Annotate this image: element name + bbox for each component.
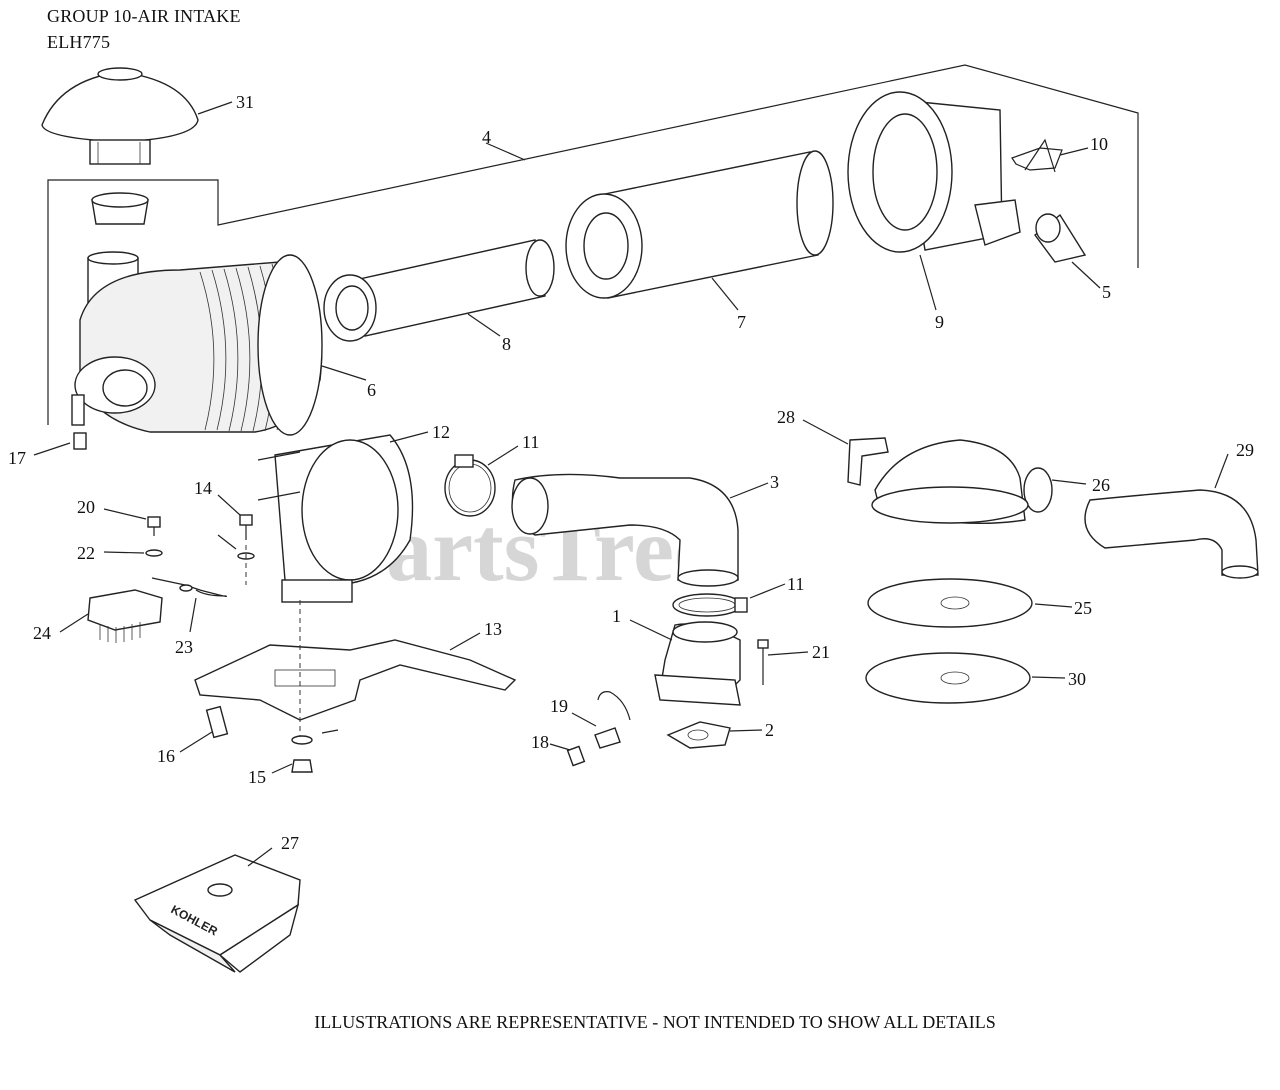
callout-14[interactable]: 14	[194, 478, 212, 498]
part-26-duct-cover[interactable]	[871, 439, 1053, 525]
callout-7[interactable]: 7	[737, 312, 746, 332]
callout-2[interactable]: 2	[765, 720, 774, 740]
part-5-vacuator-valve[interactable]	[1034, 213, 1087, 263]
callout-18[interactable]: 18	[531, 732, 549, 752]
part-21-bolt[interactable]	[757, 639, 769, 685]
callout-31[interactable]: 31	[236, 92, 254, 112]
callout-10[interactable]: 10	[1090, 134, 1108, 154]
disclaimer-footer: ILLUSTRATIONS ARE REPRESENTATIVE - NOT I…	[314, 1012, 996, 1032]
part-9-end-cover[interactable]	[847, 91, 1021, 253]
part-10-clip[interactable]	[1011, 138, 1063, 173]
callout-25[interactable]: 25	[1074, 598, 1092, 618]
callout-23[interactable]: 23	[175, 637, 193, 657]
part-16-spacer[interactable]	[205, 705, 229, 739]
part-17-fitting[interactable]	[73, 432, 87, 450]
callout-26[interactable]: 26	[1092, 475, 1110, 495]
leader-lines	[33, 101, 1229, 867]
part-3-intake-hose[interactable]	[511, 473, 739, 587]
callout-5[interactable]: 5	[1102, 282, 1111, 302]
part-6-air-cleaner-housing[interactable]	[71, 251, 323, 436]
part-13-mounting-bracket[interactable]	[194, 600, 517, 740]
callout-19[interactable]: 19	[550, 696, 568, 716]
diagram-title: GROUP 10-AIR INTAKE	[47, 6, 241, 26]
part-14-screw[interactable]	[237, 514, 255, 585]
part-19-breather-fitting[interactable]	[594, 691, 631, 749]
part-23-ground-lead[interactable]	[151, 577, 228, 597]
callout-12[interactable]: 12	[432, 422, 450, 442]
callout-9[interactable]: 9	[935, 312, 944, 332]
callout-24[interactable]: 24	[33, 623, 51, 643]
callout-27[interactable]: 27	[281, 833, 299, 853]
part-11-hose-clamp-upper[interactable]	[444, 454, 496, 517]
part-29-hose[interactable]	[1084, 489, 1259, 579]
callout-21[interactable]: 21	[812, 642, 830, 662]
part-15-nut[interactable]	[291, 735, 313, 773]
part-1-intake-elbow[interactable]	[654, 621, 741, 706]
callout-3[interactable]: 3	[770, 472, 779, 492]
callout-4[interactable]: 4	[482, 127, 491, 147]
part-27-valve-cover[interactable]: KOHLER	[133, 854, 301, 973]
callout-29[interactable]: 29	[1236, 440, 1254, 460]
callout-16[interactable]: 16	[157, 746, 175, 766]
part-28-bracket[interactable]	[847, 437, 889, 486]
part-11-hose-clamp-lower[interactable]	[672, 593, 748, 617]
part-24-rectifier[interactable]	[87, 589, 163, 643]
callout-15[interactable]: 15	[248, 767, 266, 787]
part-7-outer-filter[interactable]	[565, 150, 834, 299]
part-25-plate[interactable]	[867, 578, 1033, 628]
part-20-screw[interactable]	[147, 516, 161, 536]
part-18-plug[interactable]	[566, 745, 586, 767]
callout-20[interactable]: 20	[77, 497, 95, 517]
callout-numbers: 4 31 10 5 9 7 8 6 17 12 11 3 26 29 28 11…	[8, 92, 1254, 853]
callout-30[interactable]: 30	[1068, 669, 1086, 689]
part-22-washer[interactable]	[145, 549, 163, 557]
part-30-gasket-plate[interactable]	[865, 652, 1031, 704]
part-8-inner-filter[interactable]	[323, 239, 555, 342]
part-31-precleaner-cap[interactable]	[41, 67, 199, 165]
callout-13[interactable]: 13	[484, 619, 502, 639]
callout-1[interactable]: 1	[612, 606, 621, 626]
callout-17[interactable]: 17	[8, 448, 26, 468]
callout-8[interactable]: 8	[502, 334, 511, 354]
callout-6[interactable]: 6	[367, 380, 376, 400]
callout-11-lower[interactable]: 11	[787, 574, 804, 594]
inlet-cap[interactable]	[91, 192, 149, 225]
part-12-shroud[interactable]	[257, 434, 414, 603]
callout-22[interactable]: 22	[77, 543, 95, 563]
part-2-gasket[interactable]	[666, 721, 731, 749]
callout-28[interactable]: 28	[777, 407, 795, 427]
model-number: ELH775	[47, 32, 111, 52]
callout-11[interactable]: 11	[522, 432, 539, 452]
assembly-outline	[47, 64, 1139, 425]
